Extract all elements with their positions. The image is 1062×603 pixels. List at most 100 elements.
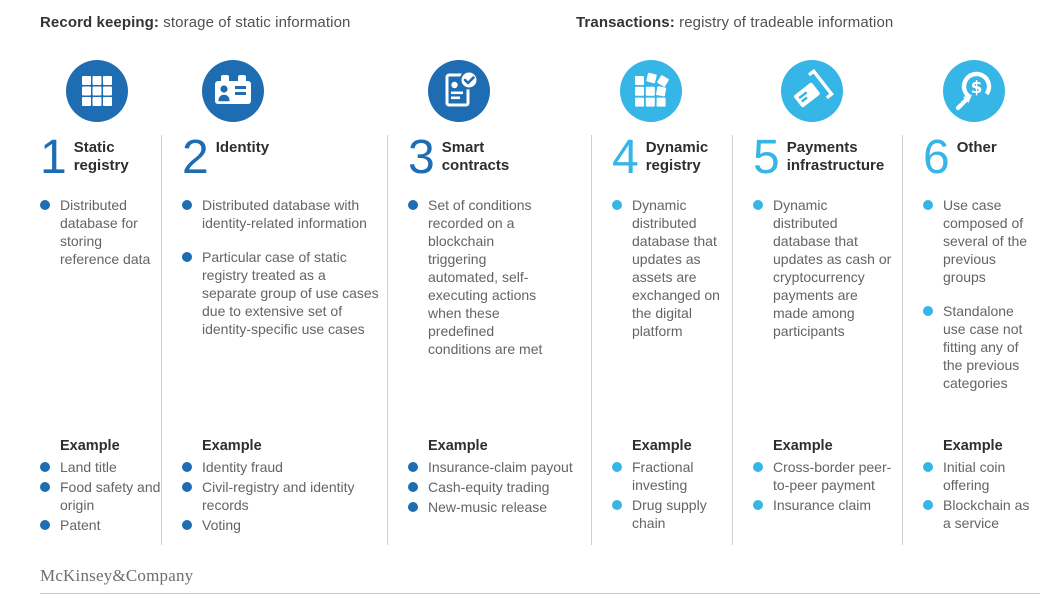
example-item: Food safety and origin [40, 478, 161, 514]
category-descriptions: Dynamic distributed database that update… [612, 196, 732, 437]
bullet-dot [923, 200, 933, 210]
bullet-dot [753, 200, 763, 210]
category-descriptions: Use case composed of several of the prev… [923, 196, 1040, 437]
description-item: Distributed database with identity-relat… [182, 196, 379, 232]
column-divider [902, 135, 903, 545]
category-title: Smart contracts [441, 139, 510, 174]
bullet-dot [753, 500, 763, 510]
category-heading: 6 Other [923, 134, 1040, 182]
description-item: Use case composed of several of the prev… [923, 196, 1032, 286]
example-item: Land title [40, 458, 161, 476]
example-heading: Example [428, 438, 488, 454]
example-item: Civil-registry and identity records [182, 478, 387, 514]
example-heading: Example [632, 438, 692, 454]
bullet-dot [923, 500, 933, 510]
bullet-dot [408, 462, 418, 472]
category-title: Identity [215, 139, 270, 156]
bullet-dot [612, 462, 622, 472]
footer: McKinsey&Company [40, 566, 1040, 594]
category-heading: 2 Identity [182, 134, 387, 182]
example-list: Initial coin offering Blockchain as a se… [923, 458, 1040, 532]
column-other: $ 6 Other Use case composed of several o… [903, 60, 1040, 534]
column-static-registry: 1 Static registry Distributed database f… [40, 60, 161, 536]
mckinsey-logo: McKinsey&Company [40, 566, 194, 585]
example-item: Insurance claim [753, 496, 902, 514]
column-smart-contracts: 3 Smart contracts Set of conditions reco… [388, 60, 591, 518]
description-item: Set of conditions recorded on a blockcha… [408, 196, 551, 358]
column-divider [732, 135, 733, 545]
group-header-bold: Record keeping: [40, 14, 160, 31]
example-heading: Example [60, 438, 120, 454]
example-list: Land title Food safety and origin Patent [40, 458, 161, 534]
bullet-dot [612, 500, 622, 510]
column-payments-infrastructure: 5 Payments infrastructure Dynamic distri… [733, 60, 902, 516]
category-columns: 1 Static registry Distributed database f… [40, 60, 1040, 545]
example-item: Blockchain as a service [923, 496, 1040, 532]
column-divider [591, 135, 592, 545]
bullet-dot [612, 200, 622, 210]
bullet-dot [923, 306, 933, 316]
example-item: Initial coin offering [923, 458, 1040, 494]
category-title: Static registry [73, 139, 129, 174]
description-item: Particular case of static registry treat… [182, 248, 379, 338]
example-item: Cross-border peer-to-peer payment [753, 458, 902, 494]
example-list: Identity fraud Civil-registry and identi… [182, 458, 387, 534]
bullet-dot [40, 200, 50, 210]
category-number: 1 [40, 131, 67, 184]
svg-text:$: $ [971, 78, 983, 98]
example-section: Example Initial coin offering Blockchain… [923, 437, 1040, 532]
category-number: 4 [612, 131, 639, 184]
category-descriptions: Dynamic distributed database that update… [753, 196, 902, 437]
description-item: Distributed database for storing referen… [40, 196, 153, 268]
grid-icon [66, 60, 128, 122]
group-header-bold: Transactions: [576, 14, 675, 31]
example-list: Fractional investing Drug supply chain [612, 458, 732, 532]
example-item: Insurance-claim payout [408, 458, 591, 476]
bullet-dot [40, 520, 50, 530]
description-item: Dynamic distributed database that update… [612, 196, 724, 340]
bullet-dot [182, 462, 192, 472]
category-title: Dynamic registry [645, 139, 709, 174]
category-number: 2 [182, 131, 209, 184]
card-payment-icon [781, 60, 843, 122]
bullet-dot [182, 252, 192, 262]
example-item: New-music release [408, 498, 591, 516]
column-dynamic-registry: 4 Dynamic registry Dynamic distributed d… [592, 60, 732, 534]
group-header-rest: storage of static information [159, 14, 351, 31]
bullet-dot [408, 482, 418, 492]
example-item: Drug supply chain [612, 496, 732, 532]
group-headers: Record keeping: storage of static inform… [0, 0, 1062, 60]
category-number: 6 [923, 131, 950, 184]
category-descriptions: Set of conditions recorded on a blockcha… [408, 196, 591, 437]
document-check-icon [428, 60, 490, 122]
bullet-dot [40, 482, 50, 492]
example-item: Cash-equity trading [408, 478, 591, 496]
group-header-record-keeping: Record keeping: storage of static inform… [40, 14, 350, 31]
footer-rule [40, 593, 1040, 594]
bullet-dot [182, 482, 192, 492]
dollar-cycle-icon: $ [943, 60, 1005, 122]
column-identity: 2 Identity Distributed database with ide… [162, 60, 387, 536]
example-item: Patent [40, 516, 161, 534]
bullet-dot [923, 462, 933, 472]
bullet-dot [408, 502, 418, 512]
category-heading: 4 Dynamic registry [612, 134, 732, 182]
bullet-dot [408, 200, 418, 210]
example-heading: Example [943, 438, 1003, 454]
bullet-dot [182, 520, 192, 530]
example-heading: Example [202, 438, 262, 454]
bullet-dot [182, 200, 192, 210]
example-item: Identity fraud [182, 458, 387, 476]
category-descriptions: Distributed database for storing referen… [40, 196, 161, 437]
category-heading: 5 Payments infrastructure [753, 134, 902, 182]
group-header-rest: registry of tradeable information [674, 14, 894, 31]
description-item: Dynamic distributed database that update… [753, 196, 894, 340]
bullet-dot [40, 462, 50, 472]
example-list: Insurance-claim payout Cash-equity tradi… [408, 458, 591, 516]
example-section: Example Fractional investing Drug supply… [612, 437, 732, 532]
category-descriptions: Distributed database with identity-relat… [182, 196, 387, 437]
category-title: Other [956, 139, 997, 156]
example-section: Example Identity fraud Civil-registry an… [182, 437, 387, 534]
category-number: 5 [753, 131, 780, 184]
